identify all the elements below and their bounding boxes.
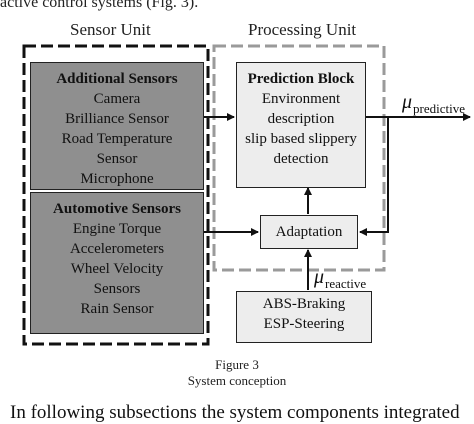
- additional-sensors-heading: Additional Sensors: [56, 71, 178, 87]
- additional-sensor-item: Brilliance Sensor: [65, 111, 169, 127]
- automotive-sensor-item: Sensors: [93, 281, 141, 297]
- document-text-top: active control systems (Fig. 3).: [0, 0, 199, 11]
- sensor-unit-frame: [22, 44, 210, 346]
- prediction-block-heading: Prediction Block: [247, 71, 355, 87]
- abs-braking-label: ABS-Braking: [262, 296, 346, 312]
- additional-sensor-item: Road Temperature: [61, 131, 173, 147]
- mu-predictive-label: μpredictive: [401, 91, 465, 116]
- esp-steering-label: ESP-Steering: [263, 316, 345, 332]
- adaptation-block: Adaptation: [260, 215, 358, 249]
- automotive-sensor-item: Accelerometers: [69, 241, 165, 257]
- figure-number: Figure 3: [215, 357, 259, 372]
- prediction-block-line: detection: [273, 151, 329, 167]
- processing-unit-title: Processing Unit: [248, 20, 357, 39]
- additional-sensors-block: Additional Sensors Camera Brilliance Sen…: [30, 62, 204, 190]
- document-text-bottom: In following subsections the system comp…: [10, 402, 460, 423]
- automotive-sensors-heading: Automotive Sensors: [53, 201, 181, 217]
- prediction-block-line: description: [267, 111, 335, 127]
- automotive-sensor-item: Wheel Velocity: [70, 261, 164, 277]
- adaptation-label: Adaptation: [275, 224, 343, 240]
- automotive-sensor-item: Engine Torque: [72, 221, 162, 237]
- mu-reactive-label: μreactive: [313, 266, 366, 291]
- feedback-line: [359, 117, 389, 236]
- processing-unit-frame: [212, 44, 386, 272]
- additional-sensor-item: Camera: [93, 91, 141, 107]
- prediction-block-line: slip based slippery: [245, 131, 357, 147]
- prediction-block-line: Environment: [261, 91, 341, 107]
- automotive-sensor-item: Rain Sensor: [80, 301, 154, 317]
- automotive-sensors-block: Automotive Sensors Engine Torque Acceler…: [30, 192, 204, 334]
- figure-caption: System conception: [187, 373, 287, 388]
- abs-esp-block: ABS-Braking ESP-Steering: [236, 291, 372, 343]
- additional-sensor-item: Microphone: [80, 171, 154, 187]
- prediction-block: Prediction Block Environment description…: [236, 62, 366, 188]
- additional-sensor-item: Sensor: [96, 151, 138, 167]
- sensor-unit-title: Sensor Unit: [70, 20, 151, 39]
